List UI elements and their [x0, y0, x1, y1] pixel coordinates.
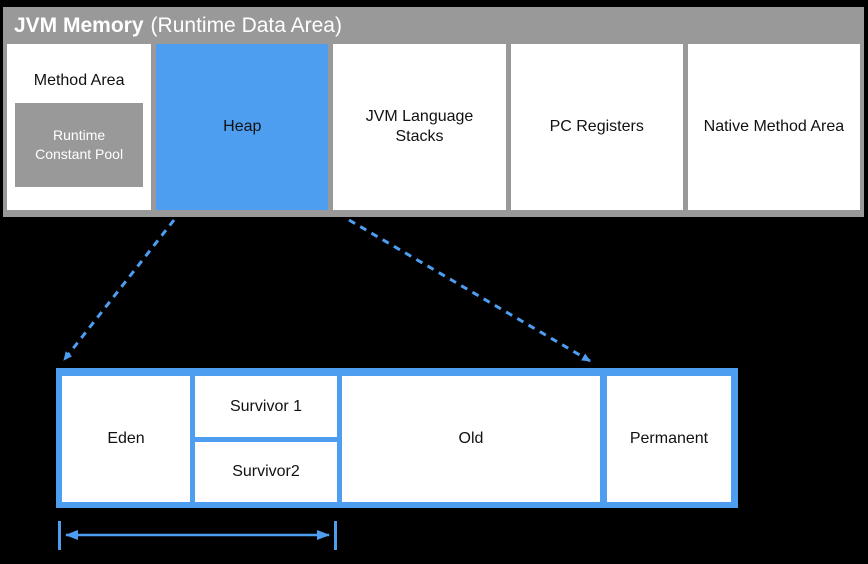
survivor2-label: Survivor2 — [232, 463, 300, 480]
pc-registers-box: PC Registers — [510, 44, 683, 210]
runtime-constant-pool-label: Runtime Constant Pool — [35, 127, 124, 162]
permanent-label: Permanent — [629, 430, 709, 447]
eden-label: Eden — [107, 430, 145, 447]
young-generation-measure-arrow — [58, 521, 337, 550]
diagram-title: JVM Memory (Runtime Data Area) — [3, 7, 864, 44]
jvm-language-stacks-label: JVM Language Stacks — [365, 108, 474, 145]
memory-area-row: Method Area Runtime Constant Pool Heap J… — [7, 44, 861, 210]
runtime-data-area-panel: JVM Memory (Runtime Data Area) Method Ar… — [3, 7, 864, 217]
survivor1-box: Survivor 1 — [195, 376, 337, 437]
survivor2-box: Survivor2 — [195, 442, 337, 502]
runtime-constant-pool-box: Runtime Constant Pool — [15, 103, 144, 187]
jvm-language-stacks-box: JVM Language Stacks — [333, 44, 506, 210]
native-method-area-label: Native Method Area — [703, 118, 845, 135]
heap-connector-right — [348, 218, 591, 363]
heap-label: Heap — [223, 118, 262, 135]
eden-box: Eden — [62, 376, 190, 502]
heap-connector-left — [62, 219, 176, 361]
method-area-label: Method Area — [33, 72, 125, 89]
title-main: JVM Memory — [14, 13, 144, 37]
pc-registers-label: PC Registers — [549, 118, 644, 135]
heap-box: Heap — [156, 44, 329, 210]
heap-detail-panel: Eden Survivor 1 Survivor2 Old Permanent — [56, 368, 738, 508]
survivor1-label: Survivor 1 — [229, 397, 303, 415]
permanent-box: Permanent — [607, 376, 731, 502]
old-box: Old — [342, 376, 600, 502]
method-area-box: Method Area Runtime Constant Pool — [7, 44, 152, 210]
title-suffix: (Runtime Data Area) — [150, 13, 342, 37]
old-label: Old — [458, 430, 484, 447]
native-method-area-box: Native Method Area — [687, 44, 861, 210]
